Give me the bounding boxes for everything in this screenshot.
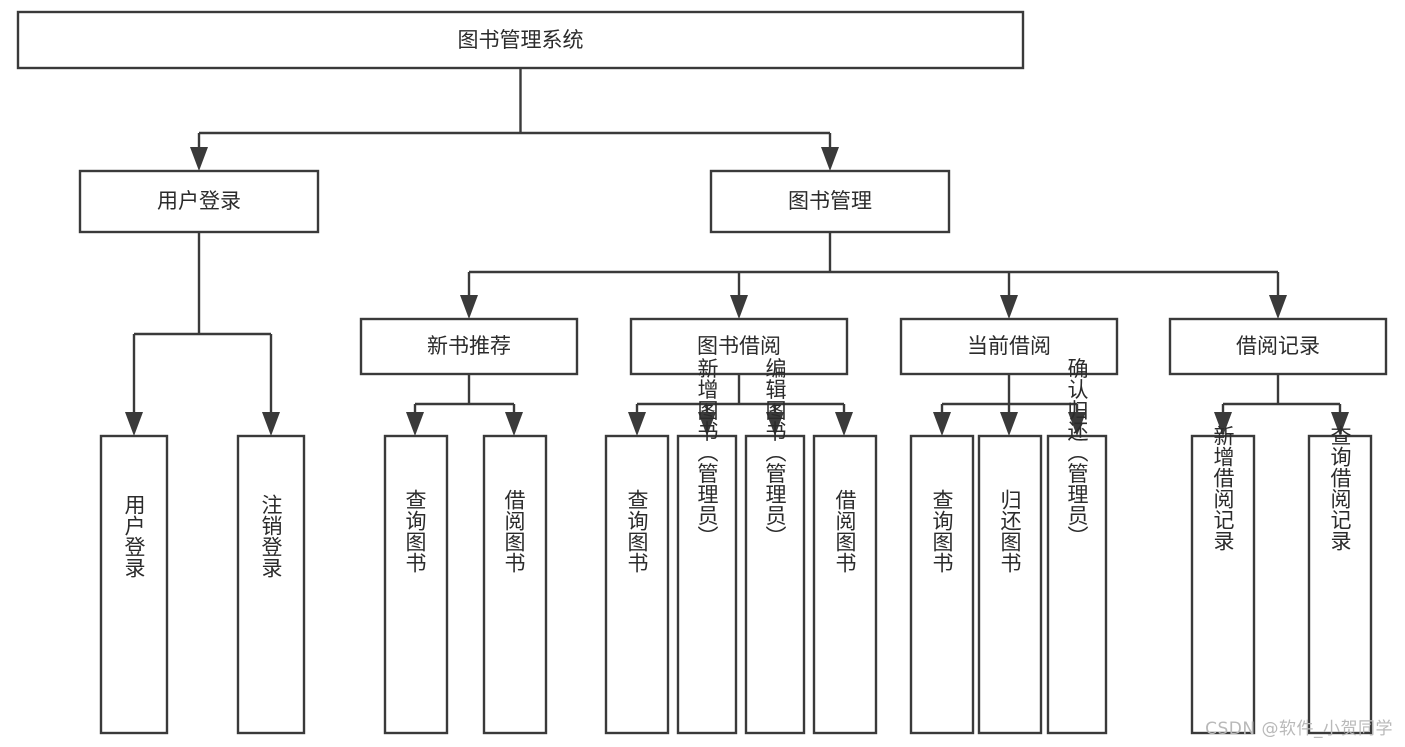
node-leaf-query-book-2-box[interactable] — [604, 434, 670, 735]
node-leaf-borrow-book-2[interactable]: 借阅图书 — [812, 434, 878, 735]
node-leaf-borrow-book-1-box[interactable] — [482, 434, 548, 735]
node-borrow-record-label: 借阅记录 — [1236, 334, 1320, 358]
node-borrow-record-box[interactable] — [1168, 317, 1388, 376]
node-leaf-add-book-box[interactable] — [676, 434, 738, 735]
node-leaf-add-record-box[interactable] — [1190, 434, 1256, 735]
arrow-new-book-recommend — [460, 295, 478, 319]
node-leaf-confirm-return[interactable]: 确认归还（管理员） — [1046, 358, 1108, 735]
node-book-borrow-label: 图书借阅 — [697, 334, 781, 358]
node-user-login-box[interactable] — [78, 169, 320, 234]
node-book-manage-box[interactable] — [709, 169, 951, 234]
node-leaf-logout-login-label: 注销登录 — [259, 494, 283, 578]
node-leaf-query-book-1-box[interactable] — [383, 434, 449, 735]
node-leaf-borrow-book-1-label: 借阅图书 — [502, 489, 526, 573]
arrow-leaf-user-login — [125, 412, 143, 436]
node-leaf-query-book-2[interactable]: 查询图书 — [604, 434, 670, 735]
node-leaf-confirm-return-label: 确认归还（管理员） — [1065, 358, 1089, 547]
arrow-leaf-add-book — [698, 412, 716, 436]
node-leaf-query-book-1[interactable]: 查询图书 — [383, 434, 449, 735]
node-leaf-edit-book-label: 编辑图书（管理员） — [763, 358, 787, 547]
node-leaf-query-book-1-label: 查询图书 — [403, 489, 427, 573]
node-new-book-recommend-label: 新书推荐 — [427, 334, 511, 358]
arrow-current-borrow — [1000, 295, 1018, 319]
arrow-leaf-query-book-3 — [933, 412, 951, 436]
node-book-borrow-box[interactable] — [629, 317, 849, 376]
node-book-manage[interactable]: 图书管理 — [709, 169, 951, 234]
connector-layer — [125, 68, 1349, 436]
node-leaf-return-book-label: 归还图书 — [998, 489, 1022, 573]
node-root[interactable]: 图书管理系统 — [16, 10, 1025, 70]
node-leaf-query-book-3-box[interactable] — [909, 434, 975, 735]
node-leaf-add-book-label: 新增图书（管理员） — [695, 358, 719, 547]
arrow-leaf-logout-login — [262, 412, 280, 436]
csdn-watermark: CSDN @软件_小贺同学 — [1205, 719, 1393, 739]
node-leaf-user-login-box[interactable] — [99, 434, 169, 735]
node-leaf-add-record[interactable]: 新增借阅记录 — [1190, 425, 1256, 735]
node-leaf-query-record-box[interactable] — [1307, 434, 1373, 735]
node-leaf-add-book[interactable]: 新增图书（管理员） — [676, 358, 738, 735]
arrow-borrow-record — [1269, 295, 1287, 319]
node-leaf-edit-book[interactable]: 编辑图书（管理员） — [744, 358, 806, 735]
arrow-user-login — [190, 147, 208, 171]
node-leaf-return-book[interactable]: 归还图书 — [977, 434, 1043, 735]
node-leaf-borrow-book-2-label: 借阅图书 — [833, 489, 857, 573]
arrow-leaf-return-book — [1000, 412, 1018, 436]
node-leaf-return-book-box[interactable] — [977, 434, 1043, 735]
node-leaf-query-record-label: 查询借阅记录 — [1328, 425, 1352, 551]
arrow-book-manage — [821, 147, 839, 171]
arrow-leaf-query-record — [1331, 412, 1349, 436]
node-leaf-add-record-label: 新增借阅记录 — [1211, 425, 1235, 551]
node-leaf-logout-login-box[interactable] — [236, 434, 306, 735]
arrow-leaf-borrow-book-1 — [505, 412, 523, 436]
node-current-borrow-label: 当前借阅 — [967, 334, 1051, 358]
node-leaf-confirm-return-box[interactable] — [1046, 434, 1108, 735]
arrow-leaf-borrow-book-2 — [835, 412, 853, 436]
node-leaf-user-login-label: 用户登录 — [122, 494, 146, 578]
arrow-book-borrow — [730, 295, 748, 319]
node-user-login-label: 用户登录 — [157, 189, 241, 213]
node-leaf-edit-book-box[interactable] — [744, 434, 806, 735]
node-book-manage-label: 图书管理 — [788, 189, 872, 213]
node-new-book-recommend-box[interactable] — [359, 317, 579, 376]
arrow-leaf-query-book-1 — [406, 412, 424, 436]
node-book-borrow[interactable]: 图书借阅 — [629, 317, 849, 376]
arrow-leaf-query-book-2 — [628, 412, 646, 436]
node-root-box[interactable] — [16, 10, 1025, 70]
node-current-borrow[interactable]: 当前借阅 — [899, 317, 1119, 376]
node-new-book-recommend[interactable]: 新书推荐 — [359, 317, 579, 376]
arrow-leaf-edit-book — [766, 412, 784, 436]
node-user-login[interactable]: 用户登录 — [78, 169, 320, 234]
node-leaf-query-book-3-label: 查询图书 — [930, 489, 954, 573]
node-borrow-record[interactable]: 借阅记录 — [1168, 317, 1388, 376]
node-root-label: 图书管理系统 — [458, 28, 584, 52]
node-leaf-query-book-3[interactable]: 查询图书 — [909, 434, 975, 735]
node-leaf-query-record[interactable]: 查询借阅记录 — [1307, 425, 1373, 735]
node-leaf-query-book-2-label: 查询图书 — [625, 489, 649, 573]
arrow-leaf-add-record — [1214, 412, 1232, 436]
node-leaf-logout-login[interactable]: 注销登录 — [236, 434, 306, 735]
node-leaf-borrow-book-1[interactable]: 借阅图书 — [482, 434, 548, 735]
node-current-borrow-box[interactable] — [899, 317, 1119, 376]
node-leaf-borrow-book-2-box[interactable] — [812, 434, 878, 735]
arrow-leaf-confirm-return — [1068, 412, 1086, 436]
node-leaf-user-login[interactable]: 用户登录 — [99, 434, 169, 735]
